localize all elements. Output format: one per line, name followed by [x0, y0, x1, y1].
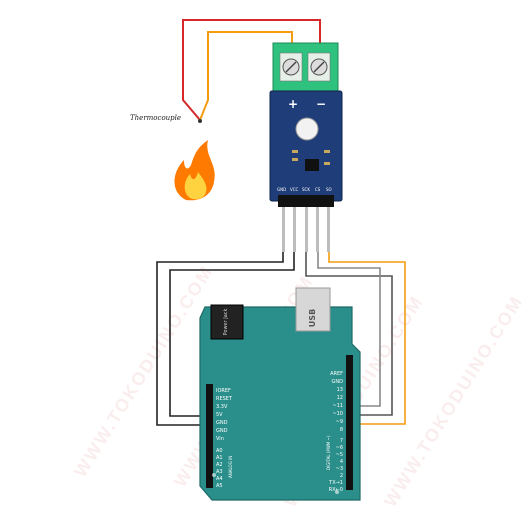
pin-0: RX←0: [329, 487, 343, 493]
pin-3v3: 3.3V: [216, 404, 228, 410]
pin-10: ~10: [332, 411, 343, 417]
pin-reset: RESET: [216, 396, 233, 402]
pin-6: ~6: [336, 445, 343, 451]
module-pin-vcc: VCC: [290, 187, 299, 192]
usb-label: USB: [308, 309, 317, 327]
chip-icon: [305, 159, 319, 171]
pin-3: ~3: [336, 466, 343, 472]
thermocouple-junction: [198, 119, 202, 123]
pin-ioref: IOREF: [216, 388, 231, 394]
thermocouple-module: + − GND VCC SCK CS SO: [269, 90, 343, 252]
digital-label: DIGITAL (PWM ~): [326, 435, 331, 470]
pin-a2: A2: [216, 462, 223, 468]
wire-gnd: [156, 252, 284, 426]
wire-so: [328, 252, 406, 425]
digital-top-labels: AREF GND 13 12 ~11 ~10 ~9 8: [330, 371, 343, 433]
mount-hole-icon: [335, 490, 339, 494]
power-pin-labels: IOREF RESET 3.3V 5V GND GND Vin: [216, 388, 233, 442]
pin-5: ~5: [336, 452, 343, 458]
pin-11: ~11: [332, 403, 343, 409]
pin-2: 2: [340, 473, 343, 479]
mounting-hole-icon: [295, 117, 319, 141]
pin-4: 4: [340, 459, 343, 465]
pin-gnd-2: GND: [216, 428, 228, 434]
mount-hole-icon: [212, 473, 216, 477]
pin-13: 13: [337, 387, 343, 393]
module-header-pins: [278, 195, 334, 252]
signal-wires: [156, 252, 406, 426]
pin-8: 8: [340, 427, 343, 433]
wire-vcc: [169, 252, 295, 417]
pin-a3: A3: [216, 469, 223, 475]
flame-icon: [174, 140, 215, 201]
analog-in-label: ANALOG IN: [228, 456, 233, 478]
module-pin-sck: SCK: [302, 187, 310, 192]
digital-bottom-labels: 7 ~6 ~5 4 ~3 2 TX→1 RX←0: [328, 438, 343, 493]
pin-a4: A4: [216, 476, 223, 482]
module-pin-cs: CS: [315, 187, 321, 192]
arduino-board: USB Power Jack IOREF RESET 3.3V 5V GND G…: [199, 287, 361, 501]
terminal-plus-label: +: [288, 97, 298, 111]
terminal-minus-label: −: [316, 97, 326, 111]
module-pin-so: SO: [326, 187, 332, 192]
wire-red-thermocouple: [182, 19, 321, 121]
power-jack: [210, 304, 244, 340]
pin-5v: 5V: [216, 412, 223, 418]
pin-aref: AREF: [330, 371, 343, 377]
pin-a0: A0: [216, 448, 223, 454]
module-pin-gnd: GND: [277, 187, 286, 192]
pin-a5: A5: [216, 483, 223, 489]
pin-gnd-1: GND: [216, 420, 228, 426]
wire-cs: [317, 252, 381, 407]
thermocouple-wires: [182, 19, 321, 121]
analog-pin-labels: A0 A1 A2 A3 A4 A5: [216, 448, 223, 489]
pin-9: ~9: [336, 419, 343, 425]
terminal-block: [272, 42, 339, 92]
pin-1: TX→1: [328, 480, 343, 486]
wire-orange-thermocouple: [199, 31, 293, 121]
pin-a1: A1: [216, 455, 223, 461]
pin-vin: Vin: [216, 436, 224, 442]
usb-port: [295, 287, 331, 332]
pin-gnd-3: GND: [332, 379, 344, 385]
pin-12: 12: [337, 395, 343, 401]
power-jack-label: Power Jack: [223, 308, 229, 335]
wire-sck: [305, 252, 393, 416]
pin-7: 7: [340, 438, 343, 444]
thermocouple-label: Thermocouple: [130, 114, 182, 122]
